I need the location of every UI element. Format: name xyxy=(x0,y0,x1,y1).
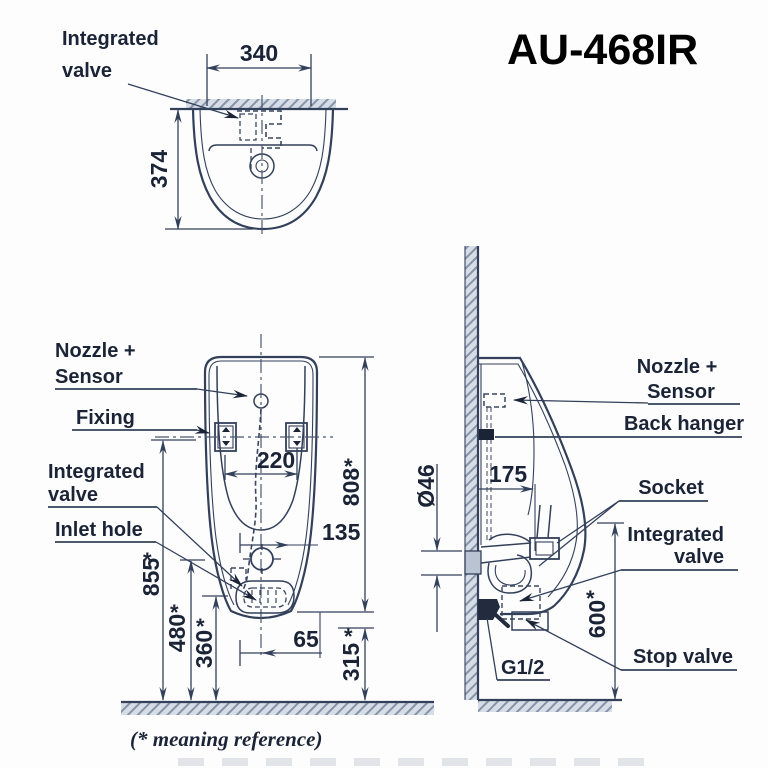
top-integrated-valve-leader xyxy=(127,83,239,119)
side-nozzle-label-line2: Sensor xyxy=(647,381,715,403)
trap-curve-top xyxy=(488,533,532,544)
g12-label: G1/2 xyxy=(501,657,544,679)
side-nozzle-leader xyxy=(513,396,649,405)
back-hanger-mark xyxy=(479,429,494,440)
drain-pipe-1 xyxy=(536,504,541,539)
inlet-hole-circle xyxy=(250,547,274,571)
side-body-inner xyxy=(478,363,578,598)
footnote: (* meaning reference) xyxy=(130,727,322,751)
fixing-label: Fixing xyxy=(76,407,135,429)
top-view-body-outline xyxy=(191,108,335,231)
drain-pipe-2 xyxy=(547,504,552,539)
socket-leader-2 xyxy=(538,500,620,567)
fixing-leader xyxy=(194,425,210,434)
dim-855: 855 xyxy=(138,558,164,597)
front-bowl-spud-outline xyxy=(235,580,295,614)
dim-315: 315 xyxy=(338,643,364,682)
side-body-outline xyxy=(478,356,587,616)
front-integrated-valve-label-line1: Integrated xyxy=(48,461,145,483)
front-nozzle-label-line2: Sensor xyxy=(55,366,123,388)
top-integrated-valve-label-line1: Integrated xyxy=(62,28,159,50)
outlet-pipe-2 xyxy=(480,556,532,564)
trap-curve-inner xyxy=(494,564,526,586)
front-body-inner-right xyxy=(208,360,314,606)
side-nozzle-label-line1: Nozzle + xyxy=(637,356,718,378)
inlet-hole-leader xyxy=(155,541,257,601)
dim-360: 360 xyxy=(191,630,217,668)
socket-fitting-inner xyxy=(535,541,554,556)
front-body-inner-left xyxy=(208,374,235,606)
dim-808: 808 xyxy=(338,468,364,507)
stop-valve-handle xyxy=(485,605,510,628)
top-view-wall-hatch xyxy=(186,99,336,109)
dim-374: 374 xyxy=(146,150,172,189)
stop-valve-leader xyxy=(525,619,622,671)
front-integrated-valve-leader xyxy=(156,506,243,587)
front-body-outline xyxy=(203,355,319,620)
side-integrated-valve-label-line1: Integrated xyxy=(627,524,724,546)
front-nozzle-leader xyxy=(196,388,248,399)
top-view: Integrated valve 340 374 xyxy=(62,28,348,237)
side-integrated-valve-label-line2: valve xyxy=(674,546,724,568)
dim-480: 480 xyxy=(164,614,190,652)
side-integrated-valve-leader xyxy=(519,569,622,602)
outlet-pipe-1 xyxy=(480,542,532,548)
socket-leader-1 xyxy=(556,500,620,544)
dim-855-star: * xyxy=(143,548,152,573)
wall-socket-box xyxy=(464,550,482,575)
dim-135: 135 xyxy=(322,519,361,545)
inlet-hole-label: Inlet hole xyxy=(55,519,143,541)
valve-outline-dashed xyxy=(237,110,282,149)
side-nozzle-dashed xyxy=(483,393,506,408)
dim-808-star: * xyxy=(344,454,353,479)
model-title: AU-468IR xyxy=(507,26,699,74)
dim-175: 175 xyxy=(489,461,528,487)
cutoff-caption xyxy=(178,758,648,766)
g12-leader xyxy=(486,617,498,681)
dim-600-star: * xyxy=(586,586,595,611)
dim-220: 220 xyxy=(257,447,295,473)
side-floor-hatch xyxy=(478,700,612,712)
side-view: Nozzle + Sensor Back hanger Socket Integ… xyxy=(413,246,744,712)
front-nozzle-label-line1: Nozzle + xyxy=(55,340,136,362)
top-integrated-valve-label-line2: valve xyxy=(62,60,112,82)
dim-600: 600 xyxy=(584,600,610,638)
sensor-pipe-dashed xyxy=(242,408,262,591)
top-view-body-inner xyxy=(199,108,327,220)
socket-label: Socket xyxy=(638,477,704,499)
wall-hatch xyxy=(465,246,478,700)
top-view-rim-line xyxy=(208,144,318,152)
front-spud-dashed xyxy=(243,587,287,608)
socket-fitting xyxy=(529,537,560,560)
front-view: Nozzle + Sensor Fixing Integrated valve … xyxy=(48,334,434,751)
dim-315-star: * xyxy=(344,624,353,649)
side-basin-inner xyxy=(521,361,535,516)
front-integrated-valve-label-line2: valve xyxy=(48,484,98,506)
side-integrated-valve-dashed xyxy=(501,585,541,620)
front-floor-hatch xyxy=(121,702,434,715)
dim-65: 65 xyxy=(293,626,319,652)
valve-inner-dashed xyxy=(239,113,257,141)
dim-480-star: * xyxy=(170,600,179,625)
dim-340: 340 xyxy=(240,40,278,66)
back-hanger-label: Back hanger xyxy=(624,413,744,435)
dim-dia46: Ø46 xyxy=(413,464,439,507)
dim-360-star: * xyxy=(196,614,205,639)
stop-valve-label: Stop valve xyxy=(633,646,733,668)
